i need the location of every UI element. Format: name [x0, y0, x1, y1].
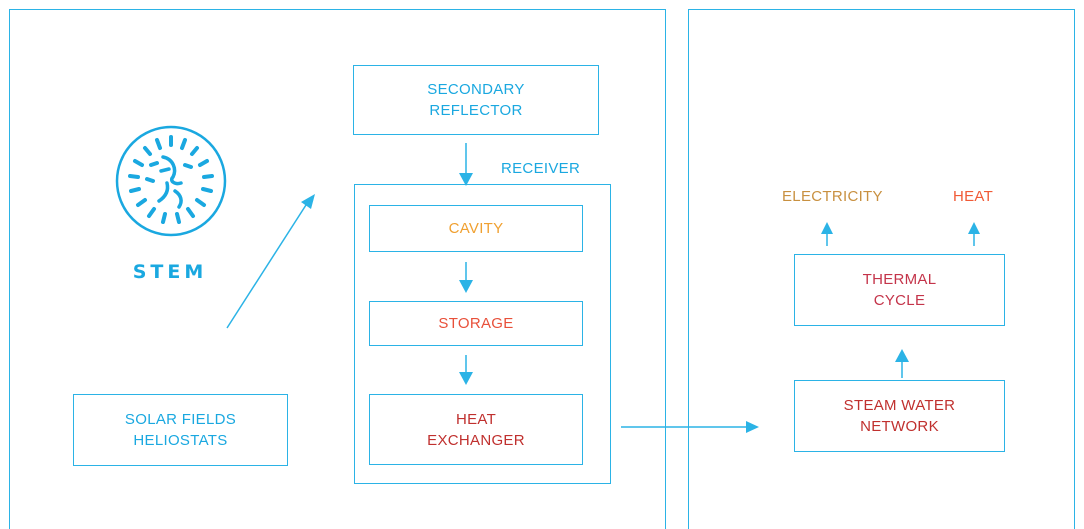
stem-logo-text: STEM: [132, 261, 208, 283]
thermal-cycle-label: THERMAL CYCLE: [862, 271, 937, 309]
heat-exchanger-label: HEAT EXCHANGER: [427, 410, 525, 449]
solar-fields-label: SOLAR FIELDS HELIOSTATS: [124, 411, 237, 449]
electricity-label: ELECTRICITY: [782, 188, 883, 205]
steam-water-network-box: STEAM WATER NETWORK: [794, 380, 1005, 452]
storage-box: STORAGE: [369, 301, 583, 346]
solar-fields-box: SOLAR FIELDS HELIOSTATS: [73, 394, 288, 466]
cavity-box: CAVITY: [369, 205, 583, 252]
storage-label: STORAGE: [438, 315, 514, 332]
cavity-label: CAVITY: [448, 220, 504, 237]
secondary-reflector-label: SECONDARY REFLECTOR: [427, 81, 525, 119]
heat-exchanger-box: HEAT EXCHANGER: [369, 394, 583, 465]
heat-label: HEAT: [953, 188, 994, 205]
steam-water-network-label: STEAM WATER NETWORK: [843, 397, 956, 435]
secondary-reflector-box: SECONDARY REFLECTOR: [353, 65, 599, 135]
stem-logo-icon: [115, 125, 227, 237]
receiver-label: RECEIVER: [501, 160, 581, 177]
left-panel: [9, 9, 666, 529]
receiver-container: [354, 184, 611, 484]
thermal-cycle-box: THERMAL CYCLE: [794, 254, 1005, 326]
right-panel: [688, 9, 1075, 529]
